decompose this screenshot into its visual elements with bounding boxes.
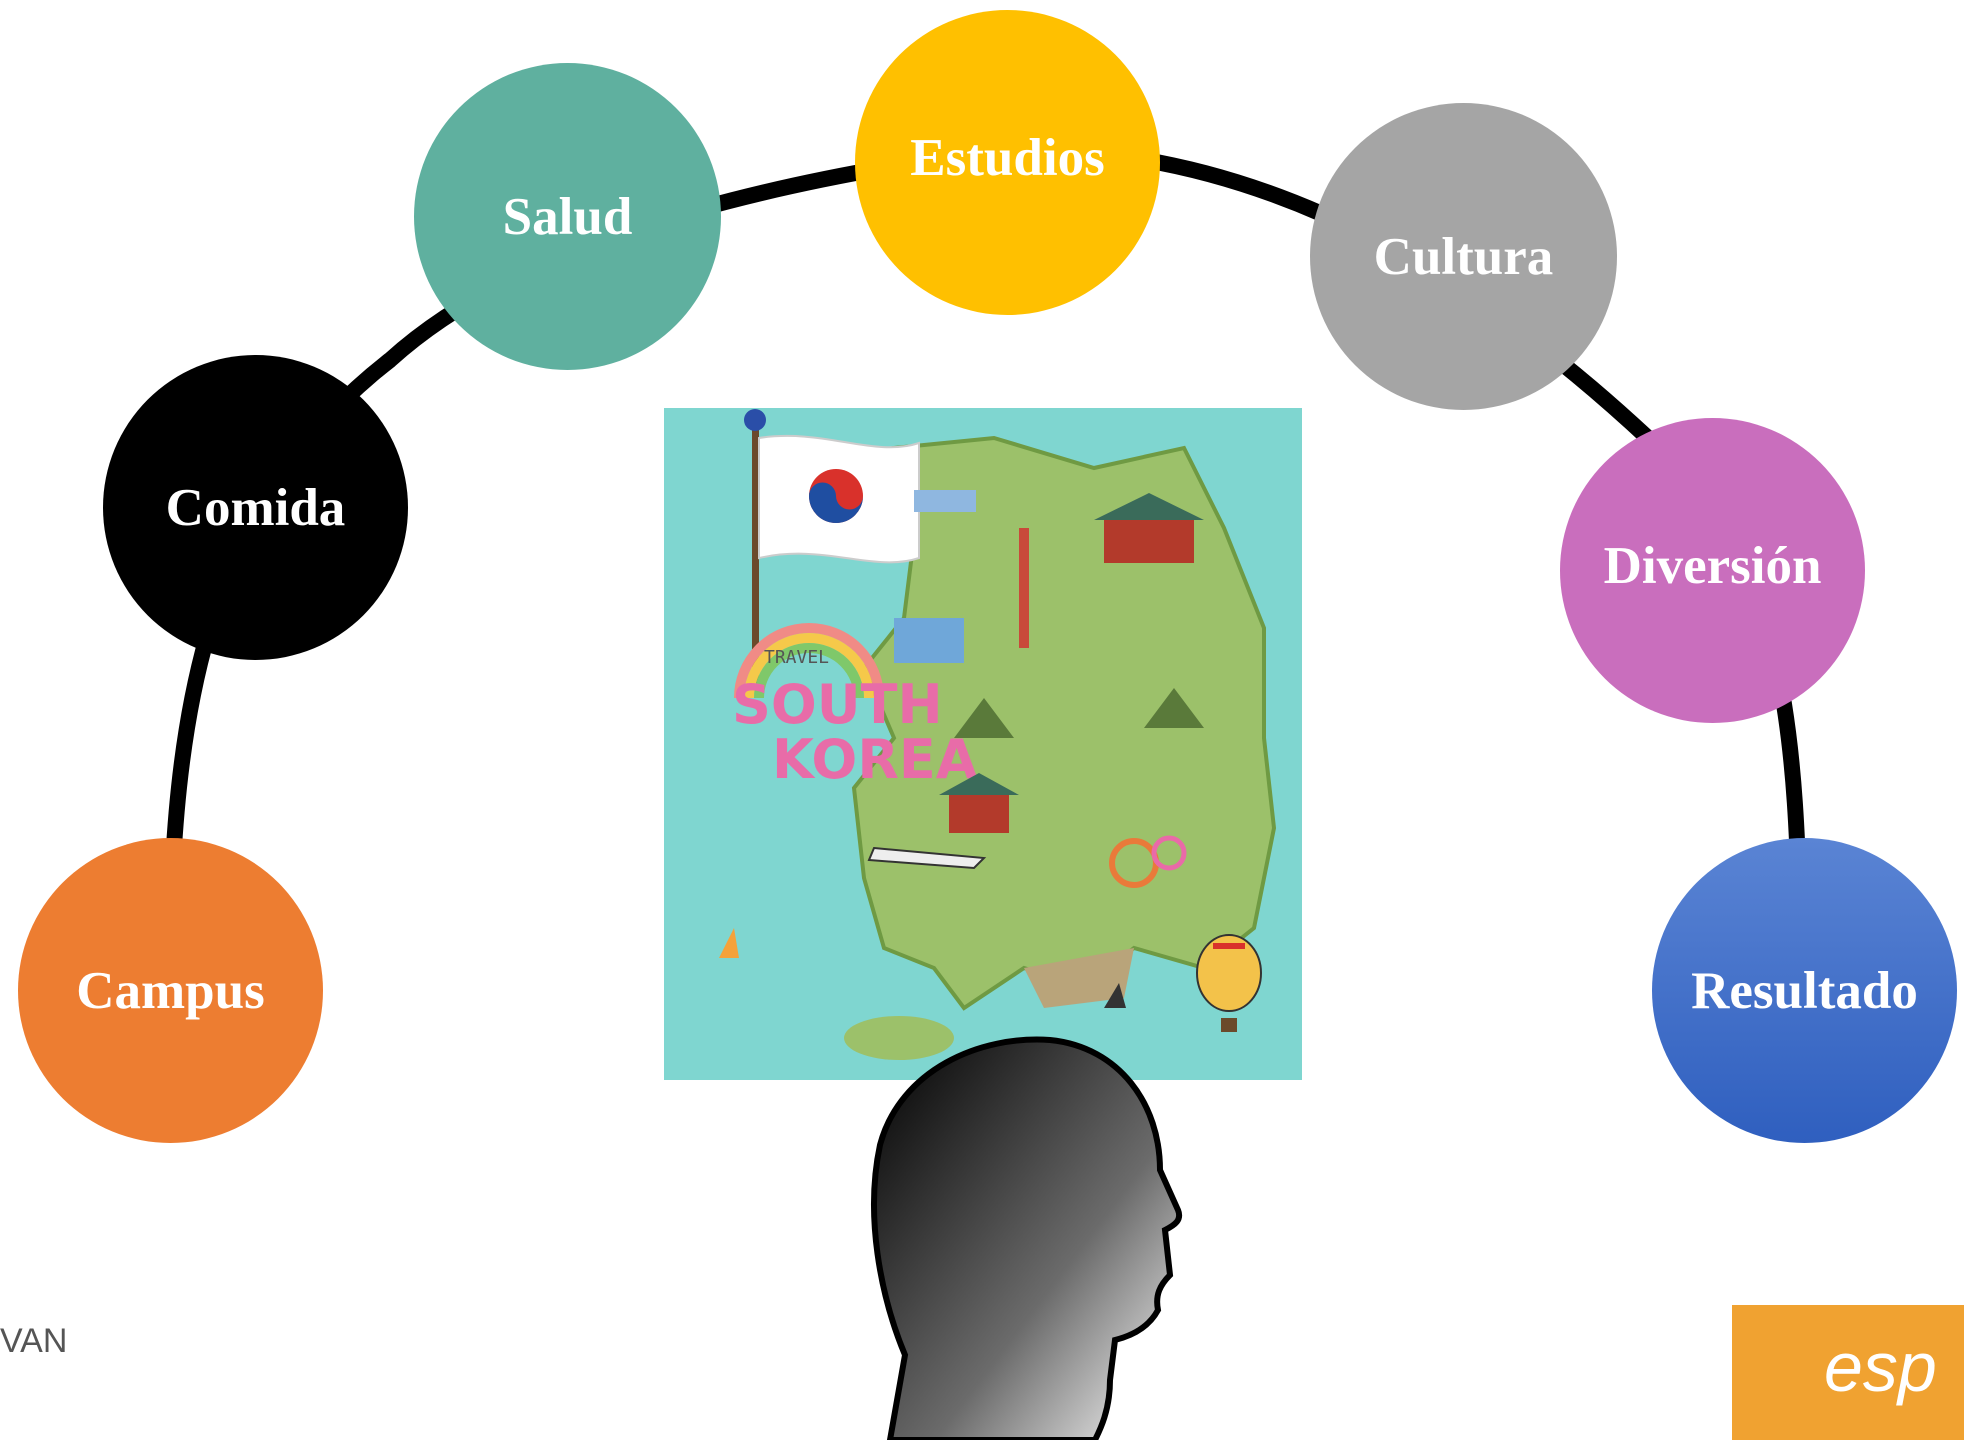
node-campus-label: Campus	[76, 961, 265, 1020]
head-silhouette	[871, 1036, 1183, 1440]
node-salud-label: Salud	[502, 187, 633, 246]
node-cultura-label: Cultura	[1373, 227, 1554, 286]
brand-logo: esp	[1732, 1305, 1964, 1440]
travel-label: TRAVEL	[764, 647, 829, 668]
node-diversion[interactable]: Diversión	[1560, 418, 1865, 723]
node-comida[interactable]: Comida	[103, 355, 408, 660]
map-title-line1: SOUTH	[732, 673, 943, 736]
brand-logo-text: esp	[1824, 1328, 1937, 1406]
node-cultura[interactable]: Cultura	[1310, 103, 1617, 410]
node-diversion-label: Diversión	[1603, 536, 1822, 595]
node-salud[interactable]: Salud	[414, 63, 721, 370]
node-estudios[interactable]: Estudios	[855, 10, 1160, 315]
south-korea-travel-map: TRAVEL SOUTH KOREA	[664, 408, 1302, 1080]
node-resultado-label: Resultado	[1691, 961, 1918, 1020]
node-resultado[interactable]: Resultado	[1652, 838, 1957, 1143]
map-title-line2: KOREA	[772, 728, 978, 791]
node-comida-label: Comida	[165, 478, 346, 537]
footer-left-fragment: VAN	[0, 1322, 68, 1360]
node-campus[interactable]: Campus	[18, 838, 323, 1143]
node-estudios-label: Estudios	[910, 128, 1105, 187]
